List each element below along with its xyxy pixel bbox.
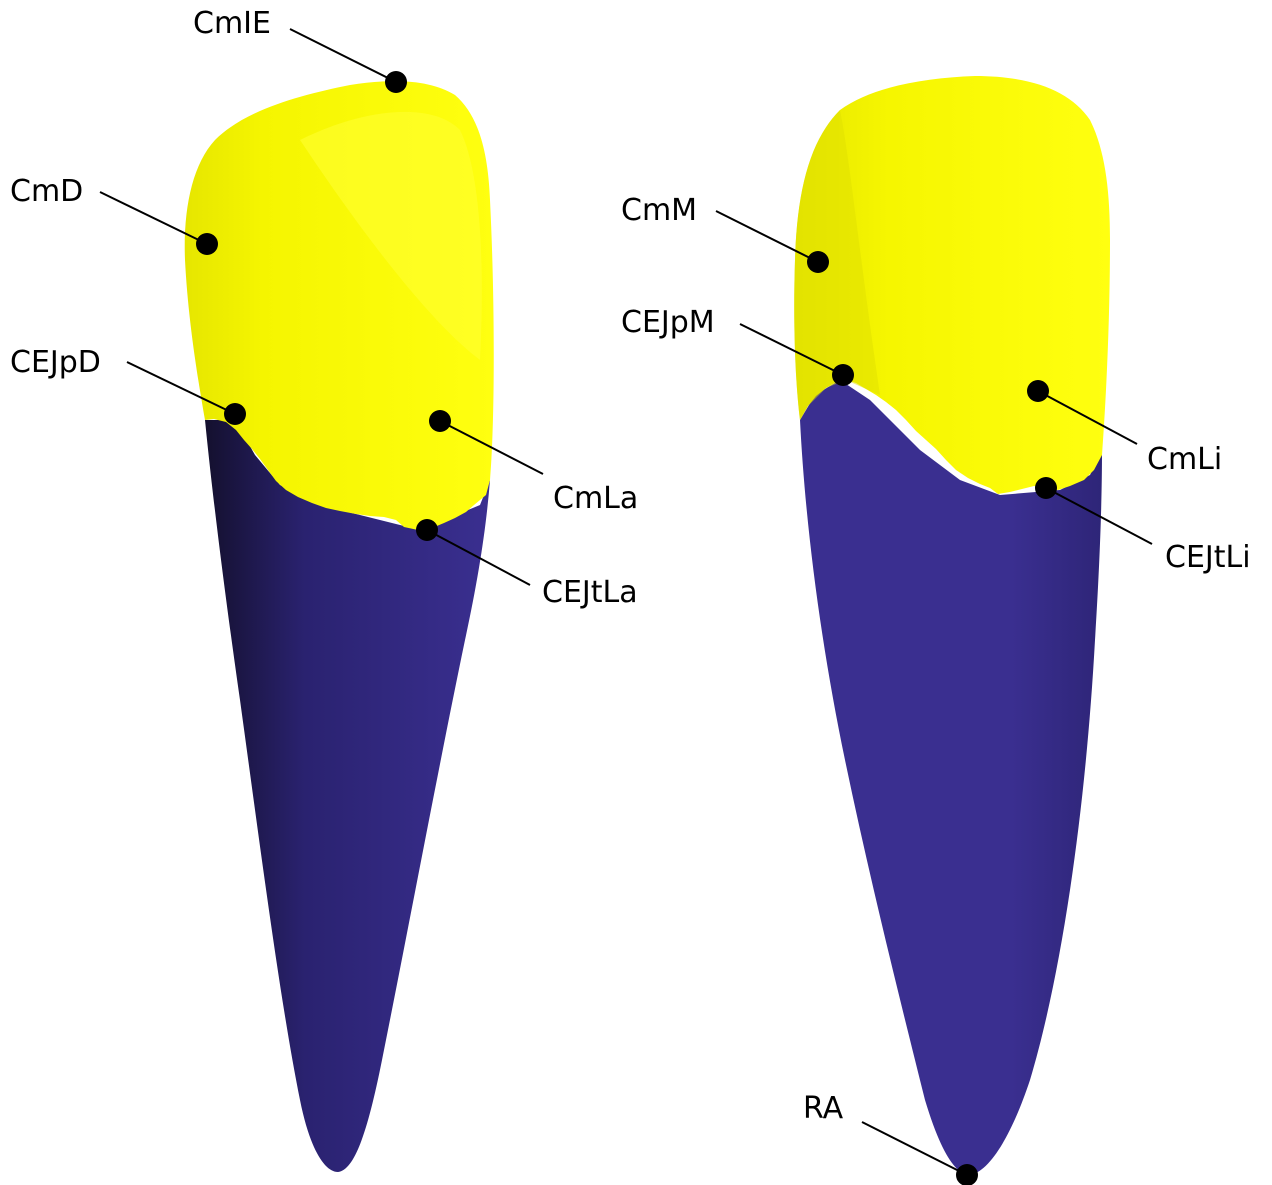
label-cejtli: CEJtLi bbox=[1165, 540, 1251, 575]
landmark-dot bbox=[385, 71, 407, 93]
landmark-dot bbox=[807, 251, 829, 273]
left-tooth bbox=[185, 81, 494, 1172]
leader-line bbox=[290, 29, 396, 82]
right-tooth-root bbox=[800, 380, 1102, 1175]
landmark-dot bbox=[196, 233, 218, 255]
label-cmli: CmLi bbox=[1147, 442, 1222, 477]
label-cejtla: CEJtLa bbox=[542, 575, 638, 610]
landmark-dot bbox=[1035, 477, 1057, 499]
landmark-dot bbox=[429, 410, 451, 432]
right-tooth bbox=[794, 76, 1110, 1175]
label-ra: RA bbox=[803, 1091, 844, 1126]
landmark-dot bbox=[832, 364, 854, 386]
left-tooth-root bbox=[205, 420, 490, 1172]
label-cmm: CmM bbox=[621, 193, 697, 228]
label-cejpm: CEJpM bbox=[621, 305, 715, 340]
landmark-dot bbox=[956, 1164, 978, 1185]
label-cmla: CmLa bbox=[553, 481, 638, 516]
landmark-dot bbox=[1027, 380, 1049, 402]
label-cmie: CmIE bbox=[193, 6, 271, 41]
landmark-dot bbox=[224, 403, 246, 425]
label-cmd: CmD bbox=[10, 174, 83, 209]
label-cejpd: CEJpD bbox=[10, 345, 101, 380]
landmark-dot bbox=[416, 519, 438, 541]
landmark-cmie: CmIE bbox=[193, 6, 407, 93]
